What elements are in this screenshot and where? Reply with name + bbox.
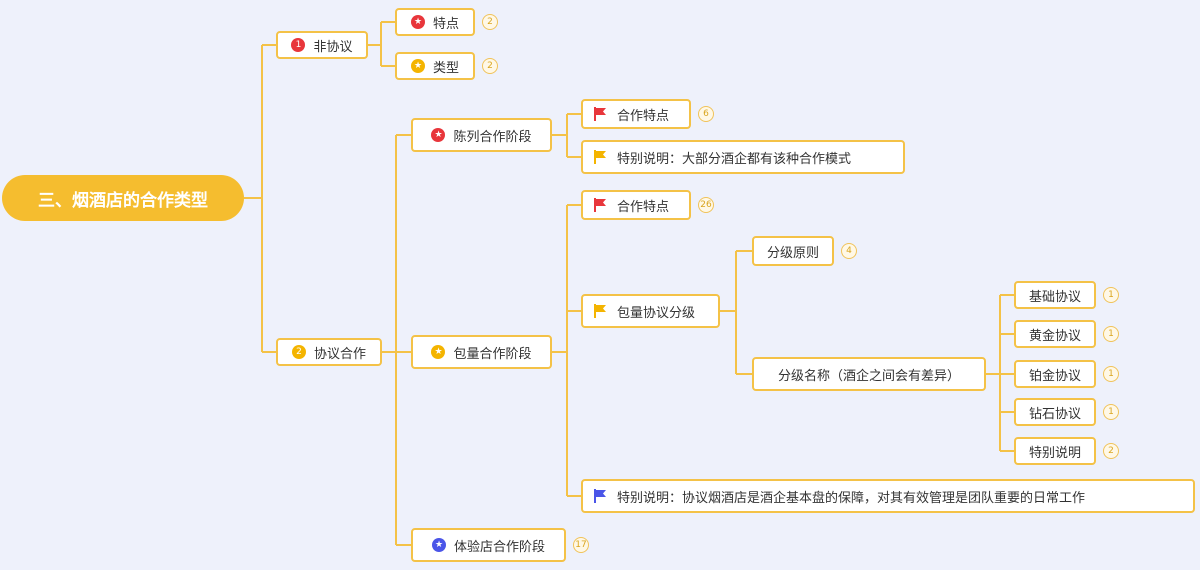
count-badge[interactable]: 6 bbox=[698, 106, 714, 122]
node-label: 合作特点 bbox=[617, 199, 670, 215]
node-non-agreement-types[interactable]: ★ 类型 bbox=[395, 52, 475, 80]
node-label: 合作特点 bbox=[617, 108, 670, 124]
number-1-icon: 1 bbox=[291, 38, 306, 52]
star-icon: ★ bbox=[410, 15, 425, 29]
node-label: 非协议 bbox=[313, 39, 353, 55]
node-label: 类型 bbox=[432, 60, 459, 76]
node-tier-gold[interactable]: 黄金协议 bbox=[1014, 320, 1096, 348]
node-label: 包量协议分级 bbox=[617, 305, 696, 321]
flag-red-icon bbox=[594, 198, 606, 212]
node-display-note[interactable]: 特别说明：大部分酒企都有该种合作模式 bbox=[581, 140, 905, 174]
node-label: 黄金协议 bbox=[1028, 328, 1081, 344]
flag-blue-icon bbox=[594, 489, 606, 503]
node-non-agreement-features[interactable]: ★ 特点 bbox=[395, 8, 475, 36]
node-tier-principle[interactable]: 分级原则 bbox=[752, 236, 834, 266]
count-badge[interactable]: 1 bbox=[1103, 287, 1119, 303]
node-label: 铂金协议 bbox=[1028, 368, 1081, 384]
node-label: 分级名称（酒企之间会有差异） bbox=[777, 368, 960, 384]
node-label: 分级原则 bbox=[766, 245, 819, 261]
node-tier-platinum[interactable]: 铂金协议 bbox=[1014, 360, 1096, 388]
flag-red-icon bbox=[594, 107, 606, 121]
node-display-stage[interactable]: ★ 陈列合作阶段 bbox=[411, 118, 552, 152]
node-agreement-cooperation[interactable]: 2 协议合作 bbox=[276, 338, 382, 366]
node-label: 陈列合作阶段 bbox=[453, 129, 532, 145]
count-badge[interactable]: 1 bbox=[1103, 366, 1119, 382]
node-label: 特别说明：协议烟酒店是酒企基本盘的保障，对其有效管理是团队重要的日常工作 bbox=[617, 490, 1086, 506]
node-package-features[interactable]: 合作特点 bbox=[581, 190, 691, 220]
node-label: 特点 bbox=[432, 16, 459, 32]
node-package-note[interactable]: 特别说明：协议烟酒店是酒企基本盘的保障，对其有效管理是团队重要的日常工作 bbox=[581, 479, 1195, 513]
node-experience-stage[interactable]: ★ 体验店合作阶段 bbox=[411, 528, 566, 562]
count-badge[interactable]: 1 bbox=[1103, 404, 1119, 420]
node-package-stage[interactable]: ★ 包量合作阶段 bbox=[411, 335, 552, 369]
star-icon: ★ bbox=[431, 345, 446, 359]
count-badge[interactable]: 2 bbox=[482, 58, 498, 74]
flag-yellow-icon bbox=[594, 150, 606, 164]
root-node[interactable]: 三、烟酒店的合作类型 bbox=[2, 175, 244, 221]
node-non-agreement[interactable]: 1 非协议 bbox=[276, 31, 368, 59]
count-badge[interactable]: 26 bbox=[698, 197, 714, 213]
node-label: 包量合作阶段 bbox=[453, 346, 532, 362]
node-tier-diamond[interactable]: 钻石协议 bbox=[1014, 398, 1096, 426]
node-label: 钻石协议 bbox=[1028, 406, 1081, 422]
node-package-tiers[interactable]: 包量协议分级 bbox=[581, 294, 720, 328]
count-badge[interactable]: 2 bbox=[482, 14, 498, 30]
node-label: 特别说明：大部分酒企都有该种合作模式 bbox=[617, 151, 852, 167]
count-badge[interactable]: 4 bbox=[841, 243, 857, 259]
node-tier-names[interactable]: 分级名称（酒企之间会有差异） bbox=[752, 357, 986, 391]
flag-yellow-icon bbox=[594, 304, 606, 318]
count-badge[interactable]: 1 bbox=[1103, 326, 1119, 342]
count-badge[interactable]: 17 bbox=[573, 537, 589, 553]
node-display-features[interactable]: 合作特点 bbox=[581, 99, 691, 129]
count-badge[interactable]: 2 bbox=[1103, 443, 1119, 459]
star-icon: ★ bbox=[431, 538, 446, 552]
node-tier-special-note[interactable]: 特别说明 bbox=[1014, 437, 1096, 465]
node-label: 基础协议 bbox=[1028, 289, 1081, 305]
star-icon: ★ bbox=[431, 128, 446, 142]
node-label: 协议合作 bbox=[313, 346, 366, 362]
node-tier-basic[interactable]: 基础协议 bbox=[1014, 281, 1096, 309]
root-label: 三、烟酒店的合作类型 bbox=[38, 190, 208, 211]
number-2-icon: 2 bbox=[291, 345, 306, 359]
node-label: 体验店合作阶段 bbox=[453, 539, 545, 555]
node-label: 特别说明 bbox=[1028, 445, 1081, 461]
star-icon: ★ bbox=[410, 59, 425, 73]
